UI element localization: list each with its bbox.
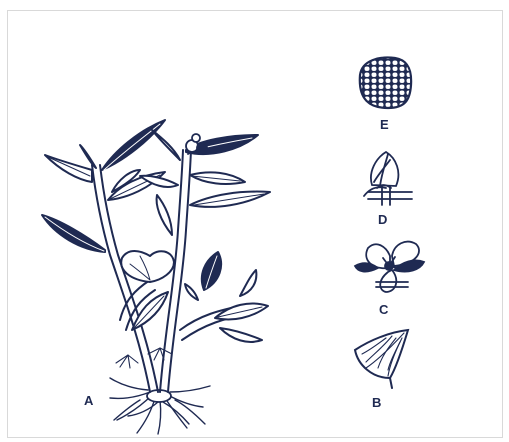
label-e: E (380, 117, 389, 132)
label-b: B (372, 395, 381, 410)
plant-flower-bud (186, 134, 207, 154)
part-d-drawing (364, 152, 412, 205)
whole-plant-drawing (42, 120, 270, 434)
label-a: A (84, 393, 94, 408)
plant-leaves (42, 120, 270, 342)
label-c: C (379, 302, 389, 317)
part-c-drawing (355, 242, 424, 292)
part-e-drawing (360, 58, 411, 108)
part-b-drawing (355, 330, 408, 388)
label-d: D (378, 212, 387, 227)
